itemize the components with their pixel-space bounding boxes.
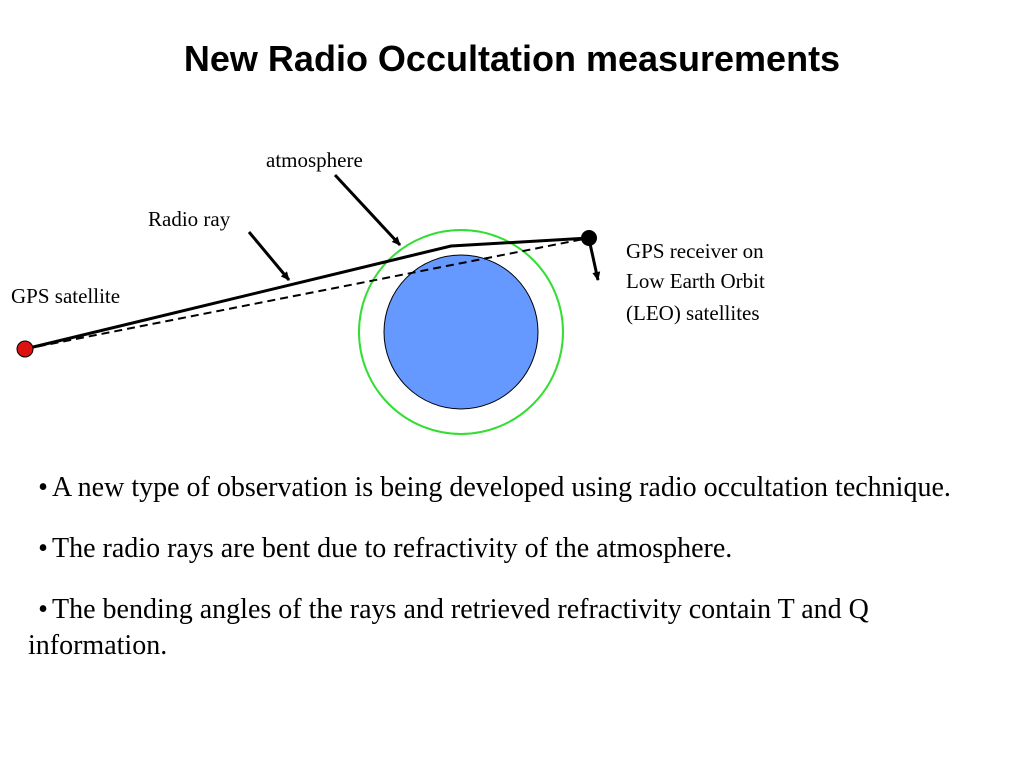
bullet-text: A new type of observation is being devel… bbox=[52, 472, 951, 503]
bullet-text: The radio rays are bent due to refractiv… bbox=[52, 533, 733, 564]
bullet-symbol: • bbox=[38, 472, 48, 503]
bullet-list: •A new type of observation is being deve… bbox=[28, 470, 988, 689]
atmosphere-label: atmosphere bbox=[266, 148, 363, 172]
bullet-symbol: • bbox=[38, 594, 48, 625]
straight-line-path bbox=[24, 237, 590, 350]
bullet-text: The bending angles of the rays and retri… bbox=[28, 594, 869, 661]
bullet-item: •The bending angles of the rays and retr… bbox=[28, 592, 988, 664]
atmosphere-ring bbox=[358, 229, 564, 435]
receiver-label-line-2: Low Earth Orbit bbox=[626, 269, 765, 293]
gps-satellite-label: GPS satellite bbox=[11, 284, 120, 308]
atmosphere-pointer-arrow bbox=[333, 173, 402, 247]
leo-receiver-dot bbox=[581, 230, 597, 246]
gps-satellite-dot bbox=[16, 340, 34, 358]
bullet-item: •A new type of observation is being deve… bbox=[28, 470, 988, 506]
radio-ray-label: Radio ray bbox=[148, 207, 231, 231]
earth-circle bbox=[383, 254, 539, 410]
receiver-label-line-3: (LEO) satellites bbox=[626, 301, 760, 325]
bent-radio-ray bbox=[24, 236, 590, 351]
radio-ray-pointer-arrow bbox=[247, 231, 291, 281]
slide-title: New Radio Occultation measurements bbox=[183, 38, 841, 79]
bullet-symbol: • bbox=[38, 533, 48, 564]
bullet-item: •The radio rays are bent due to refracti… bbox=[28, 531, 988, 567]
receiver-label-line-1: GPS receiver on bbox=[626, 239, 764, 263]
